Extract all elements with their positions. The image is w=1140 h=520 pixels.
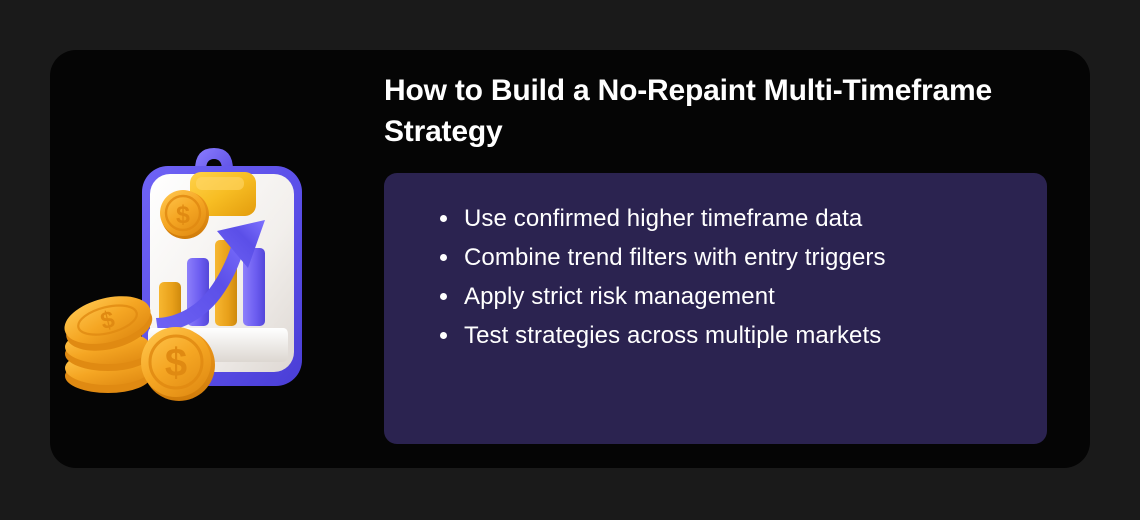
list-item-label: Test strategies across multiple markets <box>464 322 882 349</box>
list-item-label: Combine trend filters with entry trigger… <box>464 244 886 271</box>
svg-text:$: $ <box>165 341 187 385</box>
bullet-dot-icon <box>440 254 447 261</box>
list-item: Use confirmed higher timeframe data <box>408 199 1023 238</box>
bullet-dot-icon <box>440 293 447 300</box>
text-column: How to Build a No-Repaint Multi-Timefram… <box>384 70 1070 444</box>
page-title: How to Build a No-Repaint Multi-Timefram… <box>384 74 992 148</box>
content-card: $ <box>50 50 1090 468</box>
clipboard-growth-chart-coins-illustration: $ <box>62 122 372 422</box>
coin-stack: $ $ <box>64 296 215 401</box>
list-item-label: Use confirmed higher timeframe data <box>464 205 863 232</box>
svg-text:$: $ <box>176 201 190 229</box>
list-item: Test strategies across multiple markets <box>408 316 1023 355</box>
growth-arrow-icon <box>156 220 265 332</box>
list-item: Apply strict risk management <box>408 277 1023 316</box>
dollar-coin-on-page-icon: $ <box>160 190 209 239</box>
bullet-dot-icon <box>440 215 447 222</box>
list-item-label: Apply strict risk management <box>464 283 775 310</box>
bullet-dot-icon <box>440 332 447 339</box>
list-item: Combine trend filters with entry trigger… <box>408 238 1023 277</box>
front-dollar-coin-icon: $ <box>141 327 215 401</box>
